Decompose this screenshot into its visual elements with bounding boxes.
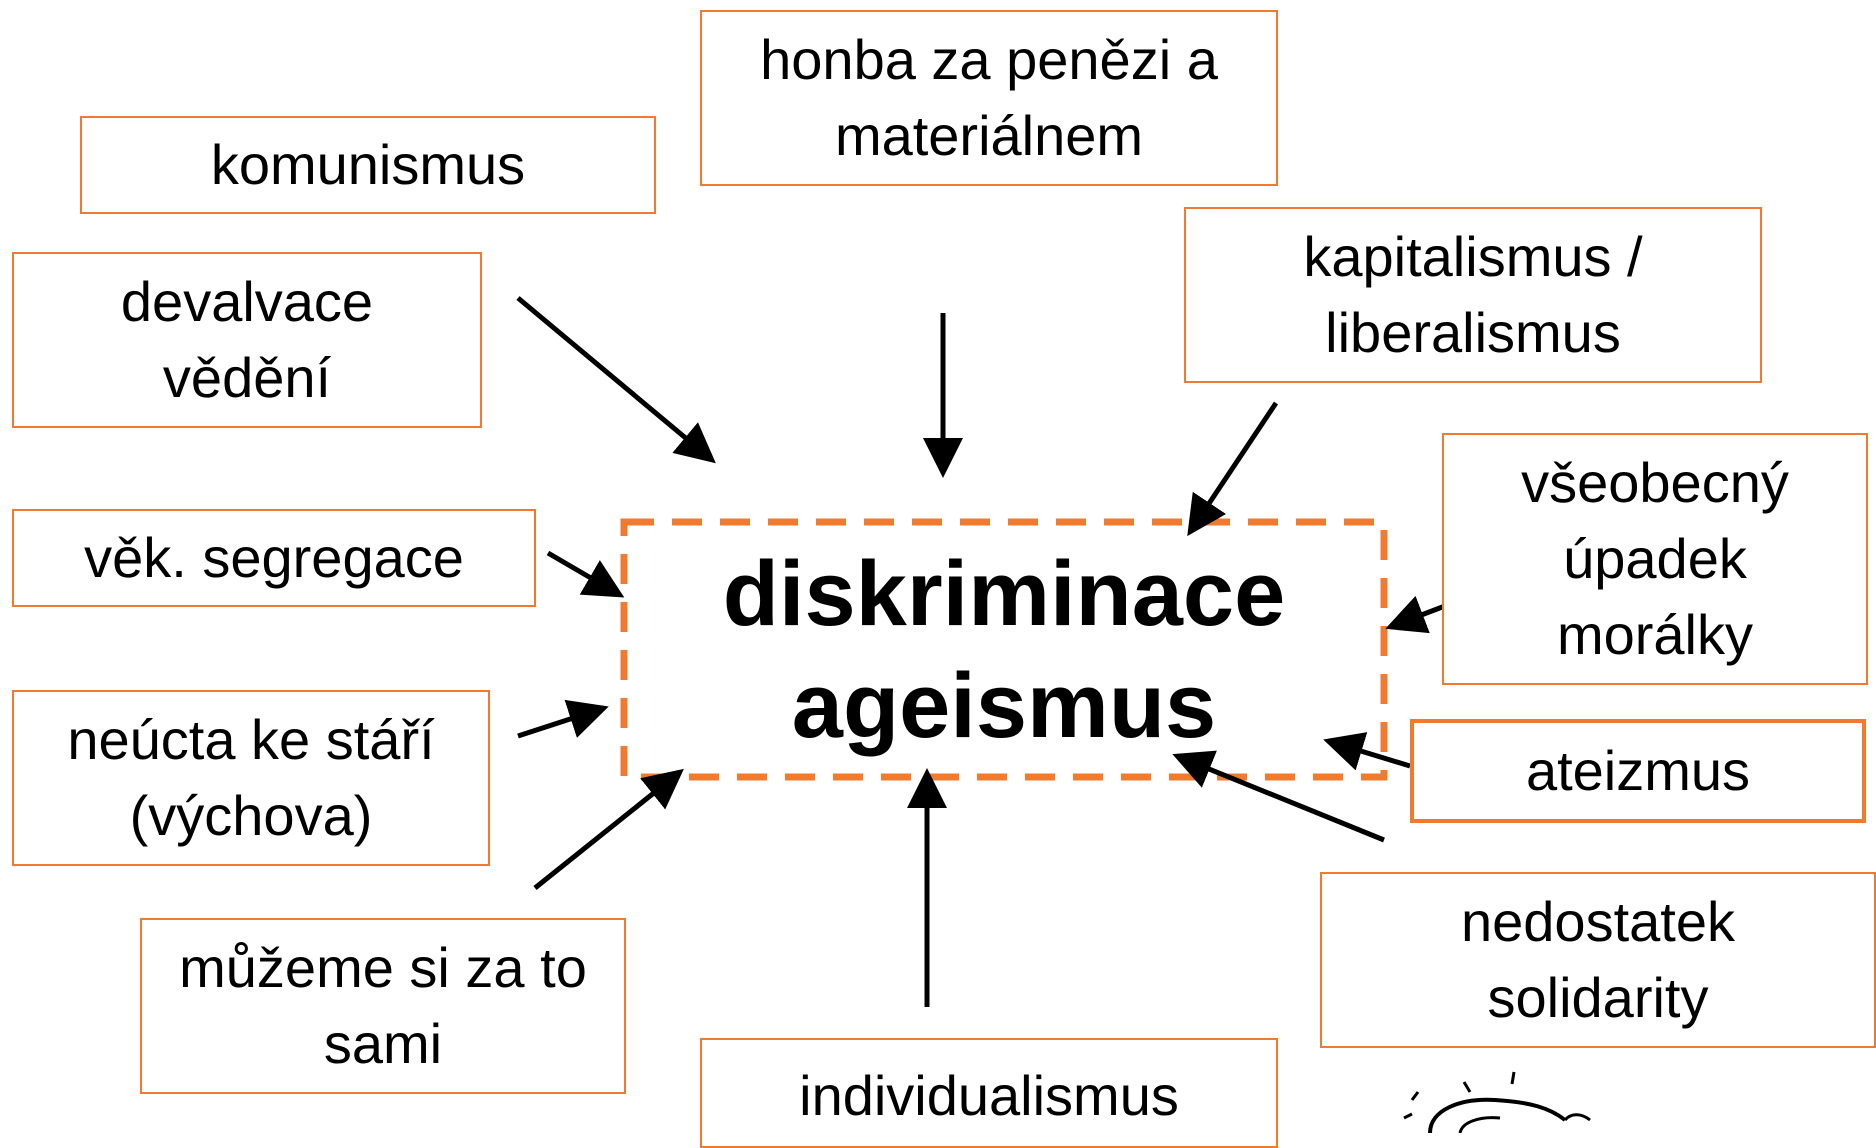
- arrow-from-devalvace: [516, 296, 716, 464]
- cause-box-honba: honba za penězi a materiálnem: [700, 10, 1278, 186]
- center-dashed-border: [620, 518, 1388, 781]
- center-title-line1: diskriminace: [722, 542, 1286, 645]
- center-title-line2: ageismus: [791, 654, 1217, 757]
- cause-box-kapitalismus: kapitalismus / liberalismus: [1184, 207, 1762, 383]
- cause-box-vek-segregace: věk. segregace: [12, 509, 536, 607]
- arrow-from-neucta: [517, 699, 609, 739]
- cause-box-vsobecny-upadek: všeobecný úpadek morálky: [1442, 433, 1868, 685]
- cartoon-doodle-icon: [1403, 1071, 1591, 1133]
- cause-box-neucta: neúcta ke stáří (výchova): [12, 690, 490, 866]
- cause-box-devalvace: devalvace vědění: [12, 252, 482, 428]
- cause-box-komunismus: komunismus: [80, 116, 656, 214]
- arrow-from-ateizmus: [1323, 732, 1411, 771]
- center-concept: diskriminace ageismus: [624, 522, 1384, 777]
- arrow-from-muzeme: [533, 768, 684, 890]
- arrow-from-nedostatek: [1172, 750, 1385, 843]
- cause-box-muzeme: můžeme si za to sami: [140, 918, 626, 1094]
- cause-box-nedostatek: nedostatek solidarity: [1320, 872, 1876, 1048]
- arrow-from-vek-segregace: [546, 550, 625, 598]
- cause-box-individualismus: individualismus: [700, 1038, 1278, 1148]
- arrow-from-kapitalismus: [1187, 401, 1279, 537]
- cause-box-ateizmus: ateizmus: [1410, 719, 1866, 823]
